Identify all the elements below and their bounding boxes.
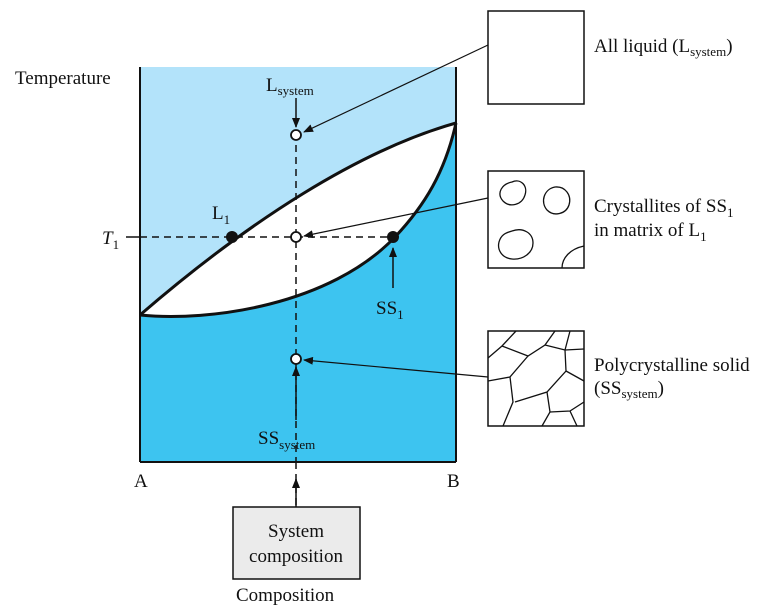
crystallites-inset-label-1: Crystallites of SS1: [594, 196, 734, 220]
l-system-point: [290, 129, 302, 141]
l-system-label: Lsystem: [266, 75, 314, 98]
l1-point: [226, 231, 238, 243]
crystallite-2: [542, 186, 571, 215]
solidus-curve: [139, 122, 458, 318]
crystallite-1: [499, 180, 527, 206]
ss-system-label: SSsystem: [258, 428, 315, 452]
liquid-inset-box: [487, 10, 585, 105]
crystallite-3: [497, 229, 534, 260]
solid-inset-label-2: (SSsystem): [594, 378, 664, 401]
crystallites-inset-label-2: in matrix of L1: [594, 220, 707, 244]
t1-label: T1: [102, 228, 119, 252]
ss1-label: SS1: [376, 298, 404, 322]
end-label-a: A: [134, 471, 148, 492]
system-point-t1: [290, 231, 302, 243]
crystallite-4: [561, 245, 585, 269]
x-axis-label: Composition: [236, 585, 335, 606]
solid-region: [140, 123, 456, 462]
solid-inset-label-1: Polycrystalline solid: [594, 355, 750, 376]
ss1-point: [387, 231, 399, 243]
liquid-inset-label: All liquid (Lsystem): [594, 36, 733, 59]
end-label-b: B: [447, 471, 460, 492]
liquidus-curve: [139, 121, 457, 317]
y-axis-label: Temperature: [15, 68, 111, 89]
crystallites-leader-arrow: [303, 197, 489, 239]
system-composition-box: [232, 506, 361, 580]
solid-leader-arrow: [303, 356, 489, 378]
polycrystalline-inset: [487, 330, 585, 427]
l1-label: L1: [212, 203, 230, 227]
two-phase-region: [140, 123, 456, 317]
liquid-leader-arrow: [303, 44, 489, 133]
crystallites-inset: [487, 170, 585, 269]
ss-system-point: [290, 353, 302, 365]
composition-box-line-2: composition: [249, 546, 343, 567]
composition-box-line-1: System: [268, 521, 324, 542]
